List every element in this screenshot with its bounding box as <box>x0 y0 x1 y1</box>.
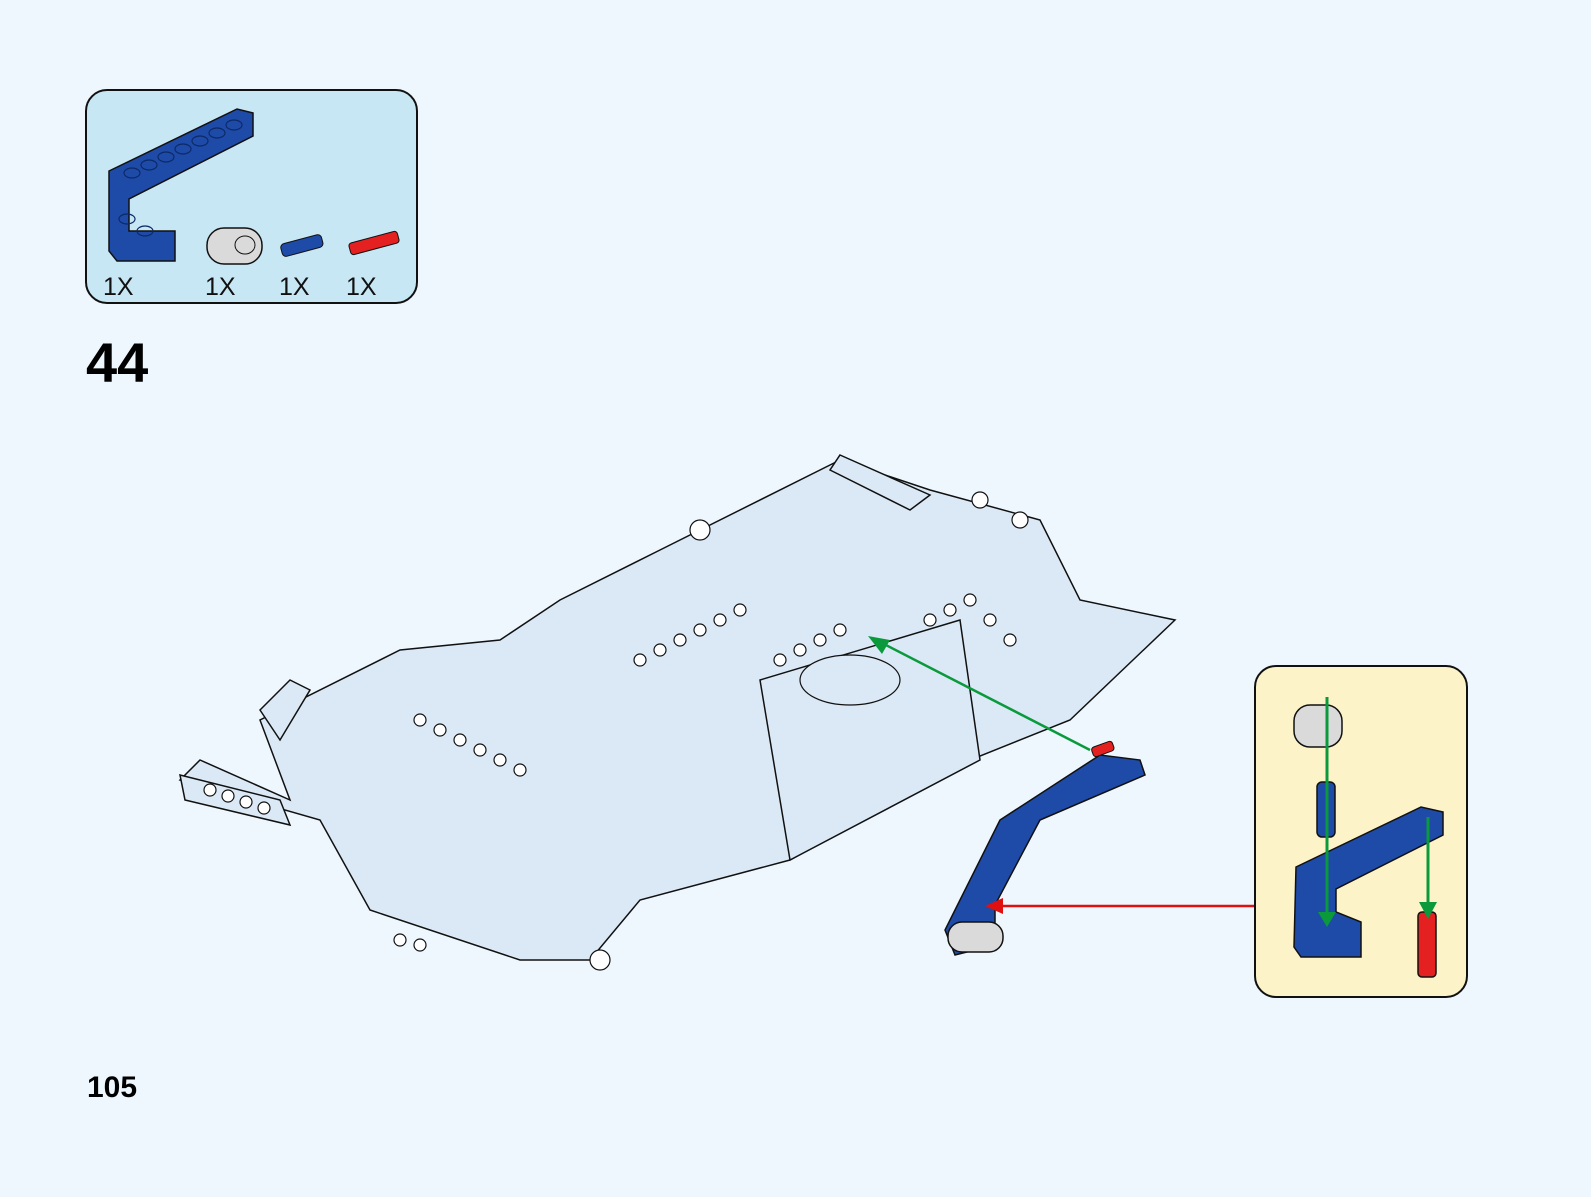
parts-illustrations <box>108 108 400 265</box>
red-axle-part-icon <box>348 230 400 256</box>
blue-pin-part-icon <box>280 234 324 257</box>
subassembly-callout <box>1254 665 1468 998</box>
part-quantity: 1X <box>205 273 236 301</box>
part-quantity: 1X <box>346 273 377 301</box>
part-quantity: 1X <box>103 273 134 301</box>
step-number: 44 <box>86 331 149 394</box>
green-arrows-icon <box>1325 697 1430 915</box>
green-insertion-arrow-icon <box>868 636 1091 752</box>
model-beam-holes <box>203 491 1029 971</box>
part-quantity: 1X <box>279 273 310 301</box>
red-axle-icon <box>1417 911 1437 978</box>
grey-connector-icon <box>1293 704 1343 748</box>
red-callout-arrow-icon <box>985 898 1254 914</box>
subassembly-illustration <box>1293 697 1444 978</box>
model-chassis <box>178 454 1177 961</box>
grey-connector-part-icon <box>206 227 263 265</box>
page-number: 105 <box>87 1071 138 1104</box>
blue-l-beam-being-attached <box>944 740 1146 956</box>
blue-l-beam-part-icon <box>108 108 254 262</box>
parts-list-callout: 1X 1X 1X 1X <box>85 89 418 304</box>
